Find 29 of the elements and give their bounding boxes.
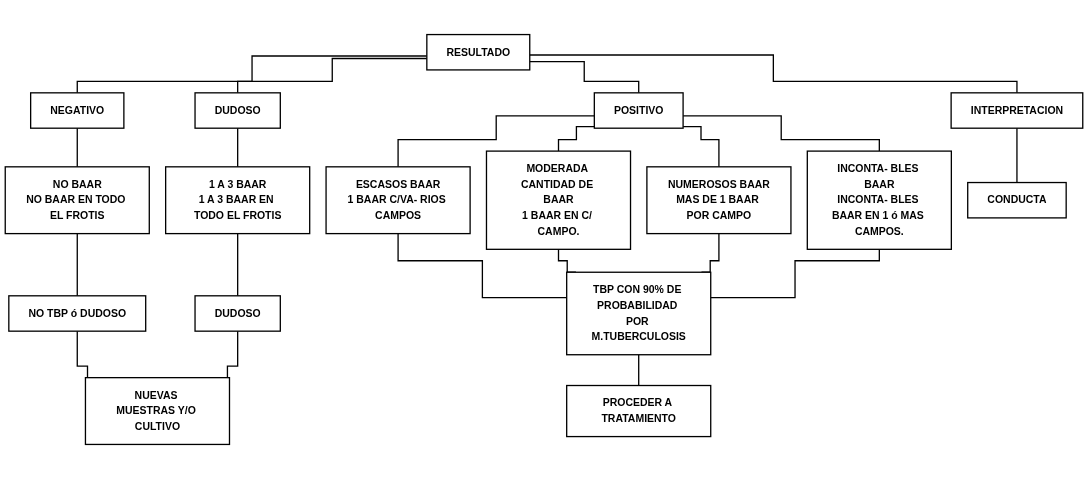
node-box: NO BAAR NO BAAR EN TODO EL FROTIS bbox=[4, 166, 150, 235]
node-box: 1 A 3 BAAR 1 A 3 BAAR EN TODO EL FROTIS bbox=[165, 166, 311, 235]
connector bbox=[237, 127, 239, 168]
node-box: NUEVAS MUESTRAS Y/O CULTIVO bbox=[84, 377, 231, 446]
node-box: MODERADA CANTIDAD DE BAAR 1 BAAR EN C/ CAMPO. bbox=[485, 150, 632, 250]
connector bbox=[76, 232, 78, 297]
node-box: DUDOSO bbox=[194, 295, 281, 332]
connector bbox=[397, 115, 595, 168]
node-box: POSITIVO bbox=[593, 92, 684, 129]
node-box: TBP CON 90% DE PROBABILIDAD POR M.TUBERCULOSIS bbox=[566, 271, 712, 356]
node-box: DUDOSO bbox=[194, 92, 281, 129]
connector bbox=[710, 248, 880, 299]
connector bbox=[529, 60, 640, 94]
node-box: CONDUCTA bbox=[967, 181, 1067, 219]
connector bbox=[638, 354, 640, 387]
connector bbox=[237, 232, 239, 297]
node-box: RESULTADO bbox=[426, 33, 531, 71]
node-box: NO TBP ó DUDOSO bbox=[8, 295, 147, 332]
connector bbox=[1016, 127, 1018, 184]
node-box: NUMEROSOS BAAR MAS DE 1 BAAR POR CAMPO bbox=[646, 166, 792, 235]
node-box: INCONTA- BLES BAAR INCONTA- BLES BAAR EN 1 ó MAS CAMPOS. bbox=[806, 150, 952, 250]
node-box: PROCEDER A TRATAMIENTO bbox=[566, 384, 712, 438]
node-box: NEGATIVO bbox=[30, 92, 125, 129]
connector bbox=[682, 126, 720, 168]
connector bbox=[557, 126, 595, 152]
node-box: INTERPRETACION bbox=[950, 92, 1084, 129]
connector bbox=[76, 127, 78, 168]
connector bbox=[529, 54, 1018, 94]
node-box: ESCASOS BAAR 1 BAAR C/VA- RIOS CAMPOS bbox=[325, 166, 471, 235]
